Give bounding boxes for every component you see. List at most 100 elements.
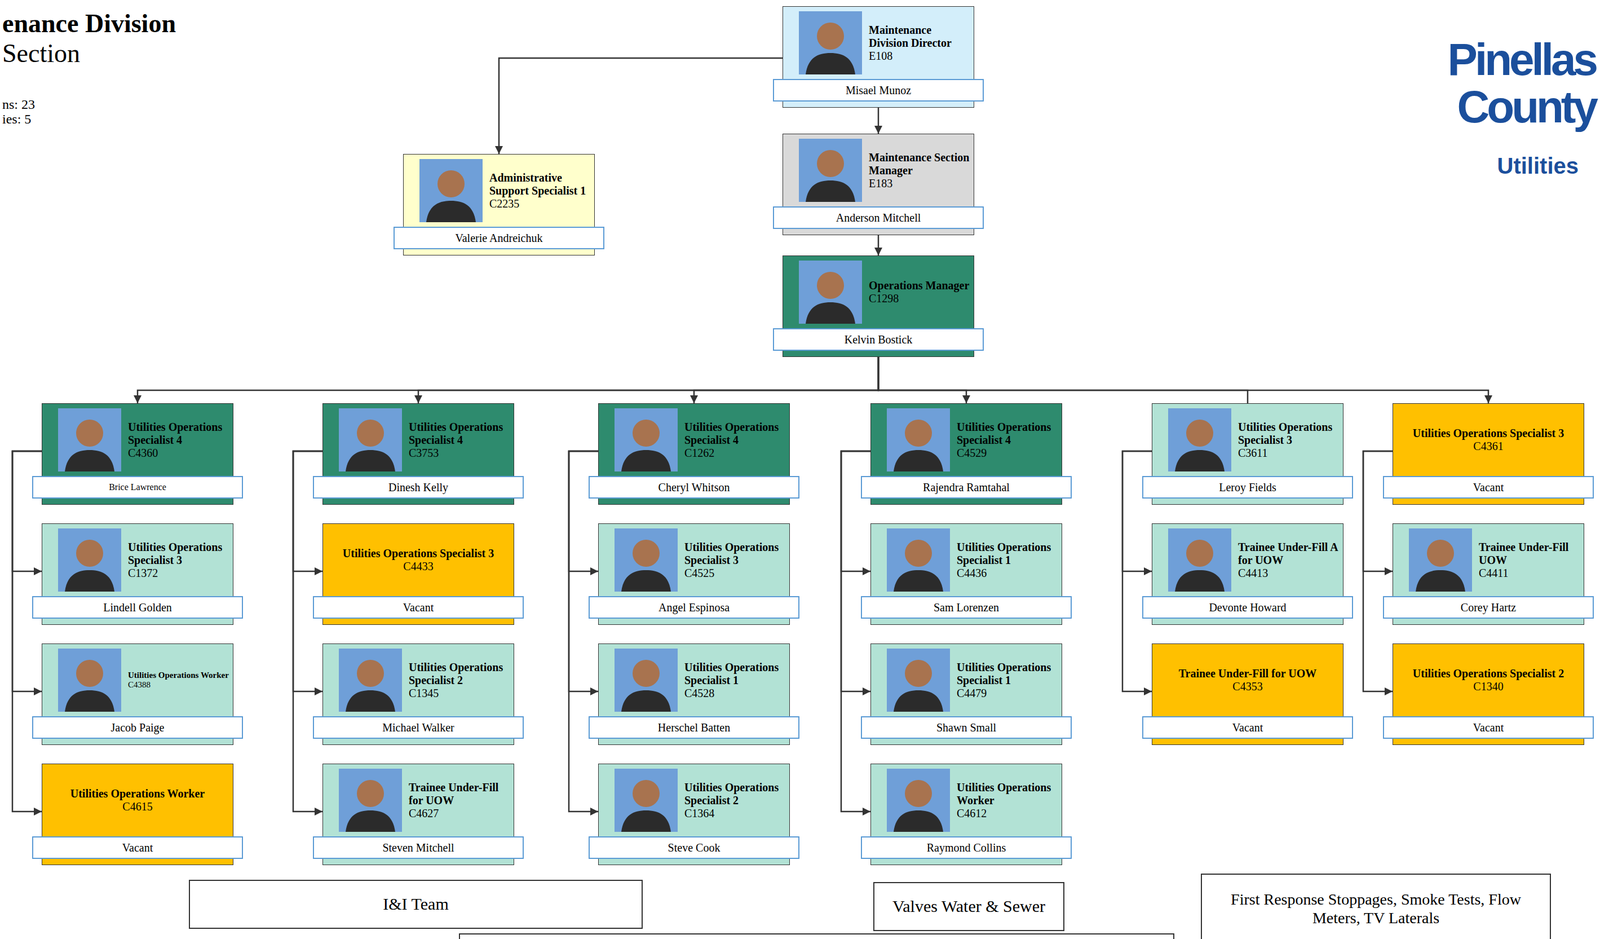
reporting-line bbox=[877, 235, 880, 256]
photo-backdrop bbox=[798, 260, 863, 324]
photo-head bbox=[904, 539, 932, 567]
position-text: Trainee Under-Fill A for UOWC4413 bbox=[1238, 540, 1340, 580]
photo-head bbox=[356, 659, 384, 687]
position-title: Trainee Under-Fill A for UOW bbox=[1238, 540, 1340, 567]
position-title: Utilities Operations Specialist 4 bbox=[956, 420, 1059, 447]
cropped-panel bbox=[459, 933, 1174, 939]
position-title: Operations Manager bbox=[868, 279, 971, 293]
name-bar: Jacob Paige bbox=[32, 715, 243, 739]
employee-photo bbox=[614, 648, 678, 712]
logo-text: Utilities bbox=[1497, 154, 1579, 178]
reporting-line bbox=[568, 451, 599, 812]
photo-backdrop bbox=[338, 408, 402, 472]
photo-backdrop bbox=[614, 648, 678, 712]
photo-head bbox=[816, 271, 844, 299]
position-code: C4529 bbox=[956, 446, 1059, 460]
position-text: Utilities Operations Specialist 3C4361 bbox=[1397, 426, 1580, 453]
position-code: E108 bbox=[868, 49, 971, 63]
employee-name: Vacant bbox=[1473, 480, 1504, 494]
photo-backdrop bbox=[886, 768, 950, 832]
position-code: C1298 bbox=[868, 292, 971, 306]
position-card: Utilities Operations Specialist 1C4479Sh… bbox=[870, 643, 1063, 745]
photo-head bbox=[437, 170, 465, 198]
position-code: C4612 bbox=[956, 806, 1059, 820]
name-bar: Angel Espinosa bbox=[588, 595, 800, 619]
team-label: First Response Stoppages, Smoke Tests, F… bbox=[1208, 890, 1544, 927]
photo-backdrop bbox=[338, 648, 402, 712]
photo-shoulders bbox=[621, 810, 671, 832]
employee-photo bbox=[1408, 528, 1473, 592]
employee-name: Shawn Small bbox=[936, 720, 997, 735]
position-title: Utilities Operations Worker bbox=[127, 670, 230, 680]
name-bar: Raymond Collins bbox=[860, 836, 1072, 859]
position-text: Trainee Under-Fill UOWC4411 bbox=[1478, 540, 1581, 580]
position-card: Utilities Operations Specialist 2C1364St… bbox=[598, 763, 790, 865]
reporting-line bbox=[1363, 451, 1393, 572]
employee-name: Vacant bbox=[403, 600, 434, 614]
position-text: Utilities Operations Specialist 2C1340 bbox=[1397, 666, 1580, 693]
position-text: Utilities Operations WorkerC4615 bbox=[46, 787, 229, 813]
position-text: Utilities Operations WorkerC4612 bbox=[956, 780, 1059, 820]
position-text: Utilities Operations Specialist 2C1345 bbox=[408, 660, 511, 700]
photo-shoulders bbox=[345, 690, 396, 712]
name-bar: Vacant bbox=[312, 595, 524, 619]
photo-head bbox=[76, 419, 104, 447]
position-title: Utilities Operations Specialist 1 bbox=[956, 660, 1059, 687]
employee-photo bbox=[798, 260, 863, 324]
reporting-line bbox=[878, 356, 1489, 404]
reporting-line bbox=[841, 451, 871, 572]
employee-name: Jacob Paige bbox=[111, 720, 165, 735]
employee-photo bbox=[1168, 408, 1232, 472]
employee-photo bbox=[886, 768, 950, 832]
employee-name: Corey Hartz bbox=[1460, 600, 1516, 614]
position-code: C1372 bbox=[127, 566, 230, 580]
name-bar: Rajendra Ramtahal bbox=[860, 475, 1072, 499]
position-title: Utilities Operations Specialist 3 bbox=[684, 540, 786, 567]
position-text: Utilities Operations WorkerC4388 bbox=[127, 670, 230, 691]
photo-backdrop bbox=[798, 138, 863, 202]
employee-name: Vacant bbox=[122, 840, 153, 855]
position-card: Utilities Operations Specialist 4C4360Br… bbox=[41, 403, 234, 505]
position-card: Utilities Operations Specialist 4C4529Ra… bbox=[870, 403, 1063, 505]
photo-shoulders bbox=[621, 449, 671, 472]
photo-backdrop bbox=[1168, 528, 1232, 592]
reporting-line bbox=[293, 451, 323, 812]
position-text: Trainee Under-Fill for UOWC4627 bbox=[408, 780, 511, 820]
position-card: Utilities Operations Specialist 3C4525An… bbox=[598, 523, 790, 625]
team-box: I&I Team bbox=[188, 879, 643, 929]
vacancy-count: ies: 5 bbox=[2, 111, 32, 127]
position-card: Maintenance Section ManagerE183Anderson … bbox=[782, 133, 975, 236]
photo-backdrop bbox=[1408, 528, 1473, 592]
position-title: Utilities Operations Specialist 2 bbox=[1397, 666, 1580, 680]
photo-head bbox=[1186, 419, 1214, 447]
name-bar: Sam Lorenzen bbox=[860, 595, 1072, 619]
position-text: Utilities Operations Specialist 4C3753 bbox=[408, 420, 511, 460]
employee-photo bbox=[1168, 528, 1232, 592]
name-bar: Devonte Howard bbox=[1142, 595, 1354, 619]
vacant-position-card: Utilities Operations Specialist 2C1340Va… bbox=[1392, 643, 1585, 745]
position-card: Utilities Operations WorkerC4388Jacob Pa… bbox=[41, 643, 234, 745]
position-code: C1262 bbox=[684, 446, 786, 460]
photo-backdrop bbox=[614, 768, 678, 832]
reporting-line bbox=[877, 107, 880, 134]
photo-head bbox=[356, 419, 384, 447]
position-code: C1340 bbox=[1397, 679, 1580, 693]
position-code: C4361 bbox=[1397, 439, 1580, 453]
position-card: Utilities Operations Specialist 3C1372Li… bbox=[41, 523, 234, 625]
name-bar: Anderson Mitchell bbox=[772, 206, 984, 229]
position-code: C4388 bbox=[127, 679, 230, 690]
employee-name: Brice Lawrence bbox=[108, 481, 167, 493]
photo-backdrop bbox=[614, 408, 678, 472]
employee-photo bbox=[614, 528, 678, 592]
position-title: Utilities Operations Specialist 2 bbox=[408, 660, 511, 687]
name-bar: Leroy Fields bbox=[1142, 475, 1354, 499]
position-title: Utilities Operations Specialist 3 bbox=[327, 546, 510, 560]
photo-shoulders bbox=[426, 200, 476, 223]
position-code: C4525 bbox=[684, 566, 786, 580]
name-bar: Kelvin Bostick bbox=[772, 328, 984, 351]
position-code: C4411 bbox=[1478, 566, 1581, 580]
photo-head bbox=[1426, 539, 1454, 567]
photo-backdrop bbox=[886, 648, 950, 712]
employee-photo bbox=[614, 768, 678, 832]
position-title: Utilities Operations Specialist 3 bbox=[127, 540, 230, 567]
